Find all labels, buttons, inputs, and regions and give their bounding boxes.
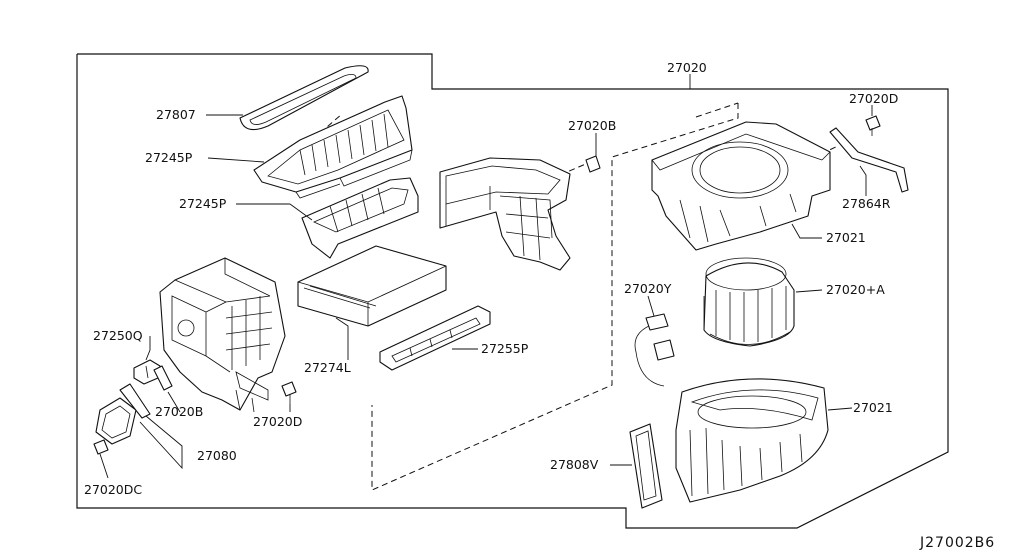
- blower-motor-part: [703, 257, 795, 347]
- callout-27808v: 27808V: [550, 457, 599, 472]
- actuator-motor-part: [95, 383, 151, 445]
- cabin-filter-part: [297, 245, 447, 327]
- callout-27807: 27807: [156, 107, 196, 122]
- clip-top-part: [585, 155, 601, 173]
- callout-27020a: 27020+A: [826, 282, 885, 297]
- center-case-part: [439, 157, 571, 271]
- callout-27080: 27080: [197, 448, 237, 463]
- assembly-frame: [76, 53, 949, 529]
- callout-27020dc: 27020DC: [84, 482, 142, 497]
- intake-duct-lower-part: [301, 177, 419, 259]
- callout-27020: 27020: [667, 60, 707, 75]
- callout-27021-lower: 27021: [853, 400, 893, 415]
- leader-lines: [99, 74, 873, 479]
- dashed-guide-center: [371, 103, 739, 491]
- intake-duct-upper-part: [253, 95, 413, 199]
- callout-27255p: 27255P: [481, 341, 529, 356]
- screw-dc-part: [93, 439, 109, 455]
- filter-cover-part: [379, 305, 491, 371]
- screw-top-part: [865, 115, 881, 136]
- callout-27020d-top: 27020D: [849, 91, 898, 106]
- intake-housing-part: [159, 257, 286, 413]
- callout-27020d-lower: 27020D: [253, 414, 302, 429]
- callout-27021-upper: 27021: [826, 230, 866, 245]
- small-seal-part: [629, 423, 663, 509]
- dashed-guide-cap: [695, 102, 739, 118]
- blower-case-lower-part: [675, 378, 829, 503]
- callout-27020b-lower: 27020B: [155, 404, 203, 419]
- screw-lower-part: [281, 381, 297, 404]
- diagram-code: J27002B6: [919, 535, 995, 551]
- link-rod-part: [153, 365, 173, 391]
- callout-27274l: 27274L: [304, 360, 351, 375]
- callout-27020b-top: 27020B: [568, 118, 616, 133]
- seal-gasket-part: [239, 65, 369, 131]
- wire-harness-part: [634, 313, 675, 387]
- callout-27245p-lower: 27245P: [179, 196, 227, 211]
- callout-27245p-upper: 27245P: [145, 150, 193, 165]
- bracket-part: [829, 127, 909, 193]
- callout-27250q: 27250Q: [93, 328, 143, 343]
- callout-27864r: 27864R: [842, 196, 891, 211]
- callout-labels: 27020 27807 27245P 27245P 27020B 27020D …: [84, 60, 995, 551]
- blower-case-upper-part: [651, 121, 831, 251]
- callout-27020y: 27020Y: [624, 281, 672, 296]
